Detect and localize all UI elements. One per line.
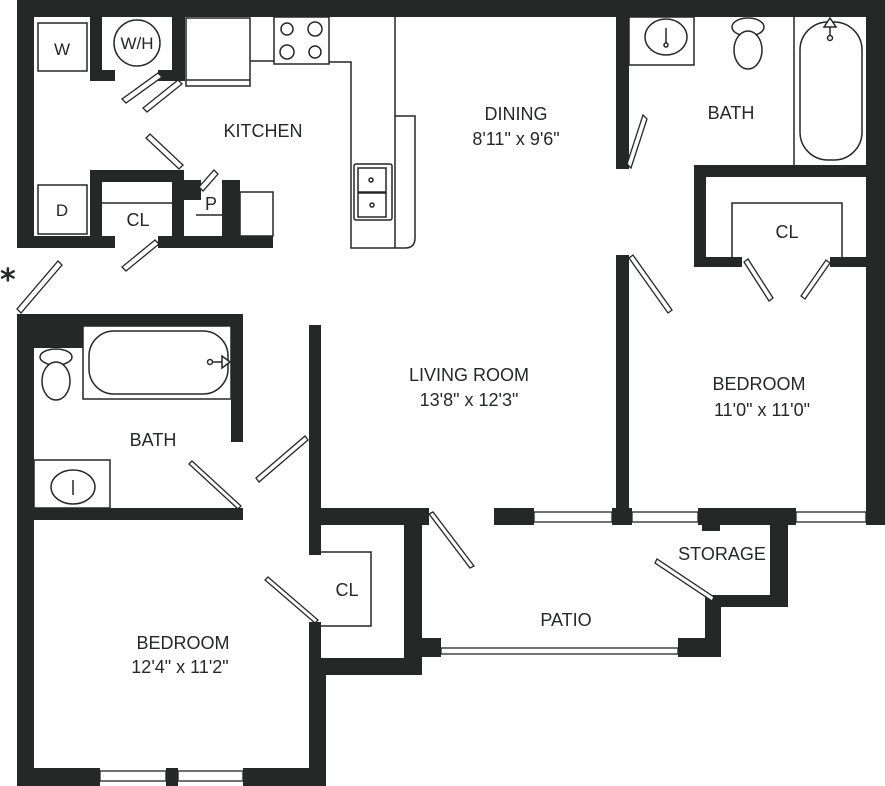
washer-label: W xyxy=(54,40,70,59)
washer-icon xyxy=(37,22,88,72)
door-storage xyxy=(654,558,715,602)
patio-railing xyxy=(440,647,679,655)
door-bedroom-right xyxy=(628,254,673,314)
water-heater-icon xyxy=(113,19,161,67)
walls xyxy=(17,0,885,786)
bathtub-icon xyxy=(799,21,863,161)
windows xyxy=(99,511,867,782)
door-laundry-wh xyxy=(121,72,163,104)
counter xyxy=(239,191,274,237)
door-laundry-closet xyxy=(121,239,160,272)
living-room-label: LIVING ROOM xyxy=(409,365,529,385)
door-closet-right-1 xyxy=(743,258,774,302)
window-bedroom-left-1 xyxy=(99,770,167,782)
bedroom-right-label: BEDROOM xyxy=(712,374,805,394)
patio-label: PATIO xyxy=(540,610,591,630)
window-living-1 xyxy=(533,511,613,523)
storage-label: STORAGE xyxy=(678,544,766,564)
labels: * W W/H D KITCHEN CL P DINING 8'11" x 9'… xyxy=(0,34,810,677)
dining-size: 8'11" x 9'6" xyxy=(472,129,559,149)
living-room-size: 13'8" x 12'3" xyxy=(420,390,519,410)
toilet-icon xyxy=(41,361,71,401)
water-heater-label: W/H xyxy=(120,34,153,53)
left-closet-label: CL xyxy=(335,580,358,600)
fixtures xyxy=(33,16,863,627)
door-laundry-w xyxy=(142,79,183,113)
kitchen-closet-label: CL xyxy=(126,210,149,230)
window-bedroom-right-2 xyxy=(795,511,867,523)
door-entry xyxy=(16,260,63,314)
dryer-icon xyxy=(37,184,88,235)
left-bath-label: BATH xyxy=(130,430,177,450)
bedroom-left-size: 12'4" x 11'2" xyxy=(131,657,228,677)
refrigerator-icon xyxy=(185,17,251,87)
window-bedroom-left-2 xyxy=(177,770,244,782)
window-bedroom-right-1 xyxy=(631,511,699,523)
dryer-label: D xyxy=(56,201,68,220)
door-bedroom-left xyxy=(255,435,309,483)
bedroom-left-label: BEDROOM xyxy=(136,633,229,653)
master-bath-label: BATH xyxy=(708,103,755,123)
door-patio xyxy=(428,511,475,569)
kitchen-label: KITCHEN xyxy=(223,121,302,141)
pantry-label: P xyxy=(205,194,217,214)
bedroom-right-size: 11'0" x 11'0" xyxy=(714,400,810,420)
door-closet-right-2 xyxy=(800,259,831,300)
doors xyxy=(16,72,831,624)
door-bath-left xyxy=(188,460,242,510)
dining-label: DINING xyxy=(485,104,548,124)
door-pantry xyxy=(198,169,219,192)
entry-marker: * xyxy=(0,263,16,298)
right-closet-label: CL xyxy=(775,222,798,242)
door-master-bath xyxy=(626,113,648,170)
door-closet-left xyxy=(264,576,319,624)
door-kitchen-closet xyxy=(145,133,184,170)
toilet-icon xyxy=(733,30,763,70)
